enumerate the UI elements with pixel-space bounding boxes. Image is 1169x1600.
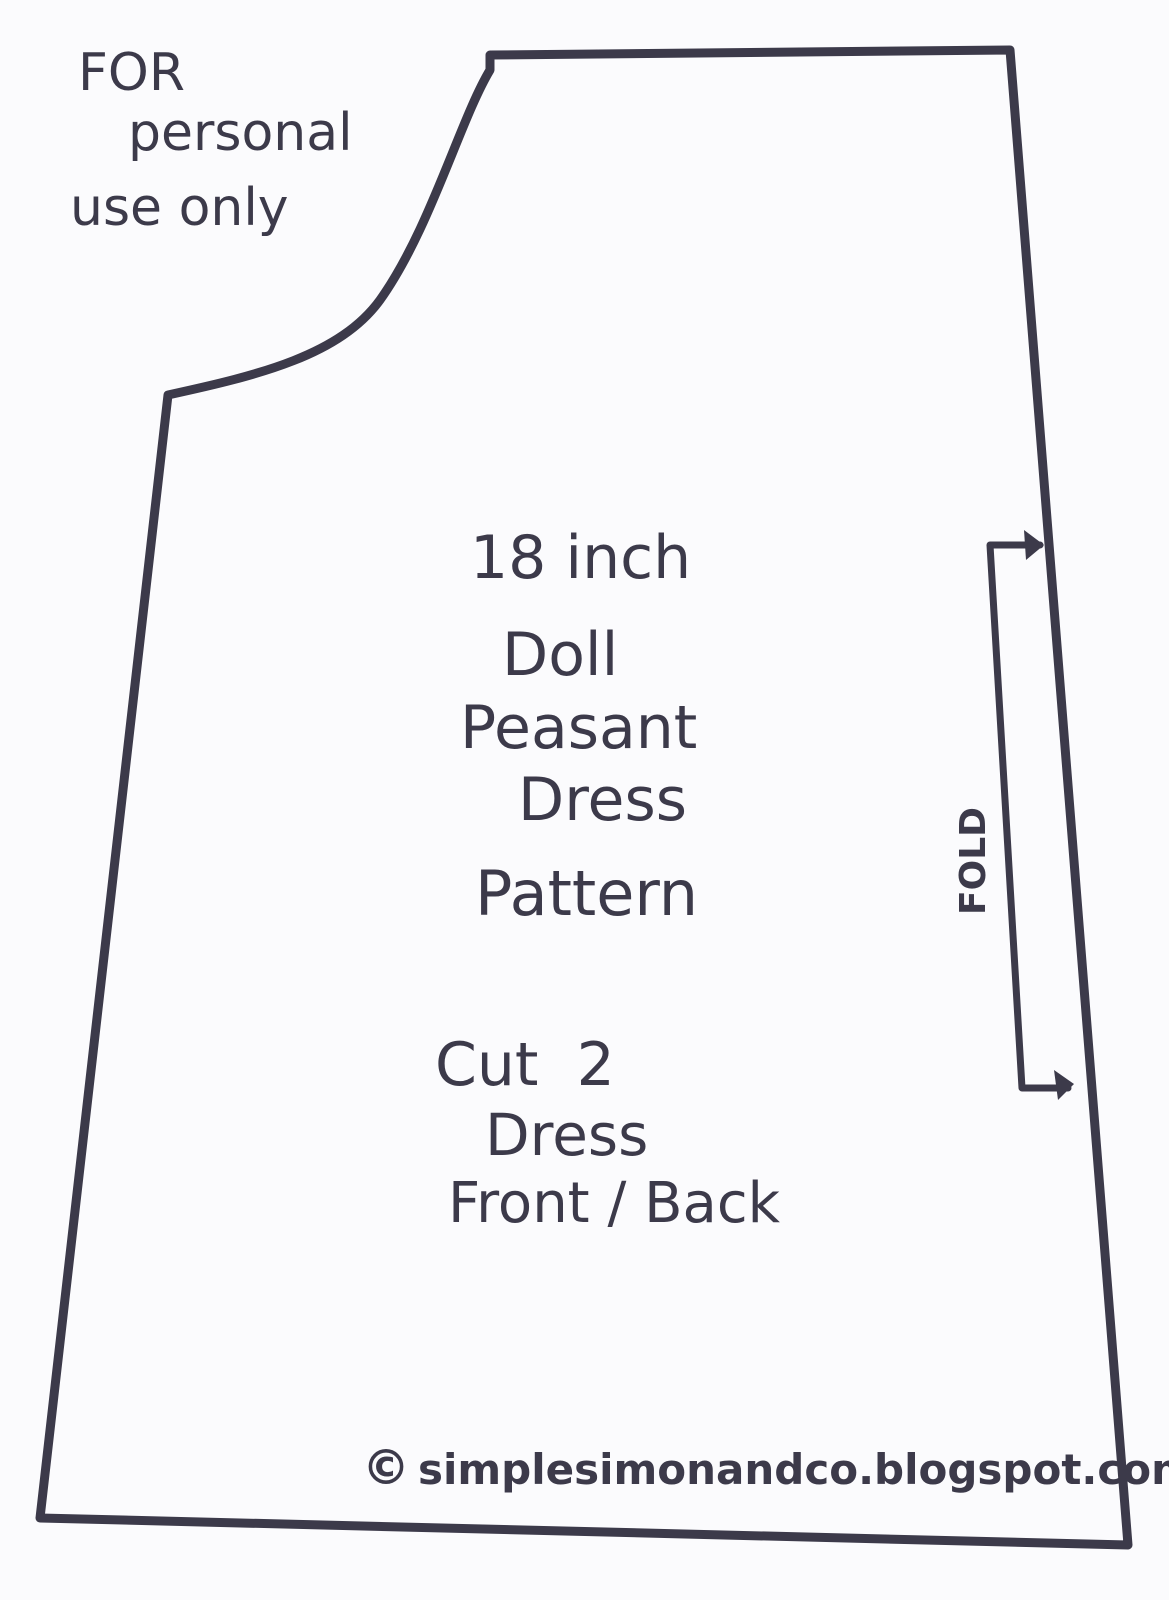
copyright-icon: ©: [362, 1440, 410, 1496]
pattern-piece-outline: [35, 45, 1133, 1550]
title-line-4: Dress: [518, 765, 687, 835]
title-line-2: Doll: [502, 620, 618, 690]
instruction-line-1: Cut 2: [435, 1030, 615, 1100]
fold-label: FOLD: [953, 807, 994, 915]
fold-indicator: FOLD: [953, 530, 1074, 1100]
title-line-1: 18 inch: [470, 523, 691, 593]
personal-use-notice: FOR personal use only: [70, 43, 353, 238]
notice-line-3: use only: [70, 178, 289, 238]
fold-arrow-bottom-icon: [1054, 1070, 1074, 1100]
fold-arrow-top-icon: [1024, 530, 1044, 560]
fold-line: [986, 541, 1072, 1092]
instruction-line-2: Dress: [485, 1101, 648, 1169]
notice-line-2: personal: [128, 103, 353, 163]
instruction-line-3: Front / Back: [448, 1171, 781, 1236]
title-line-5: Pattern: [475, 857, 698, 930]
pattern-title: 18 inch Doll Peasant Dress Pattern: [460, 523, 698, 930]
copyright-footer: © simplesimonandco.blogspot.com: [362, 1440, 1169, 1496]
title-line-3: Peasant: [460, 693, 697, 763]
copyright-site: simplesimonandco.blogspot.com: [418, 1445, 1169, 1494]
notice-line-1: FOR: [78, 43, 185, 103]
cut-instructions: Cut 2 Dress Front / Back: [435, 1030, 781, 1236]
